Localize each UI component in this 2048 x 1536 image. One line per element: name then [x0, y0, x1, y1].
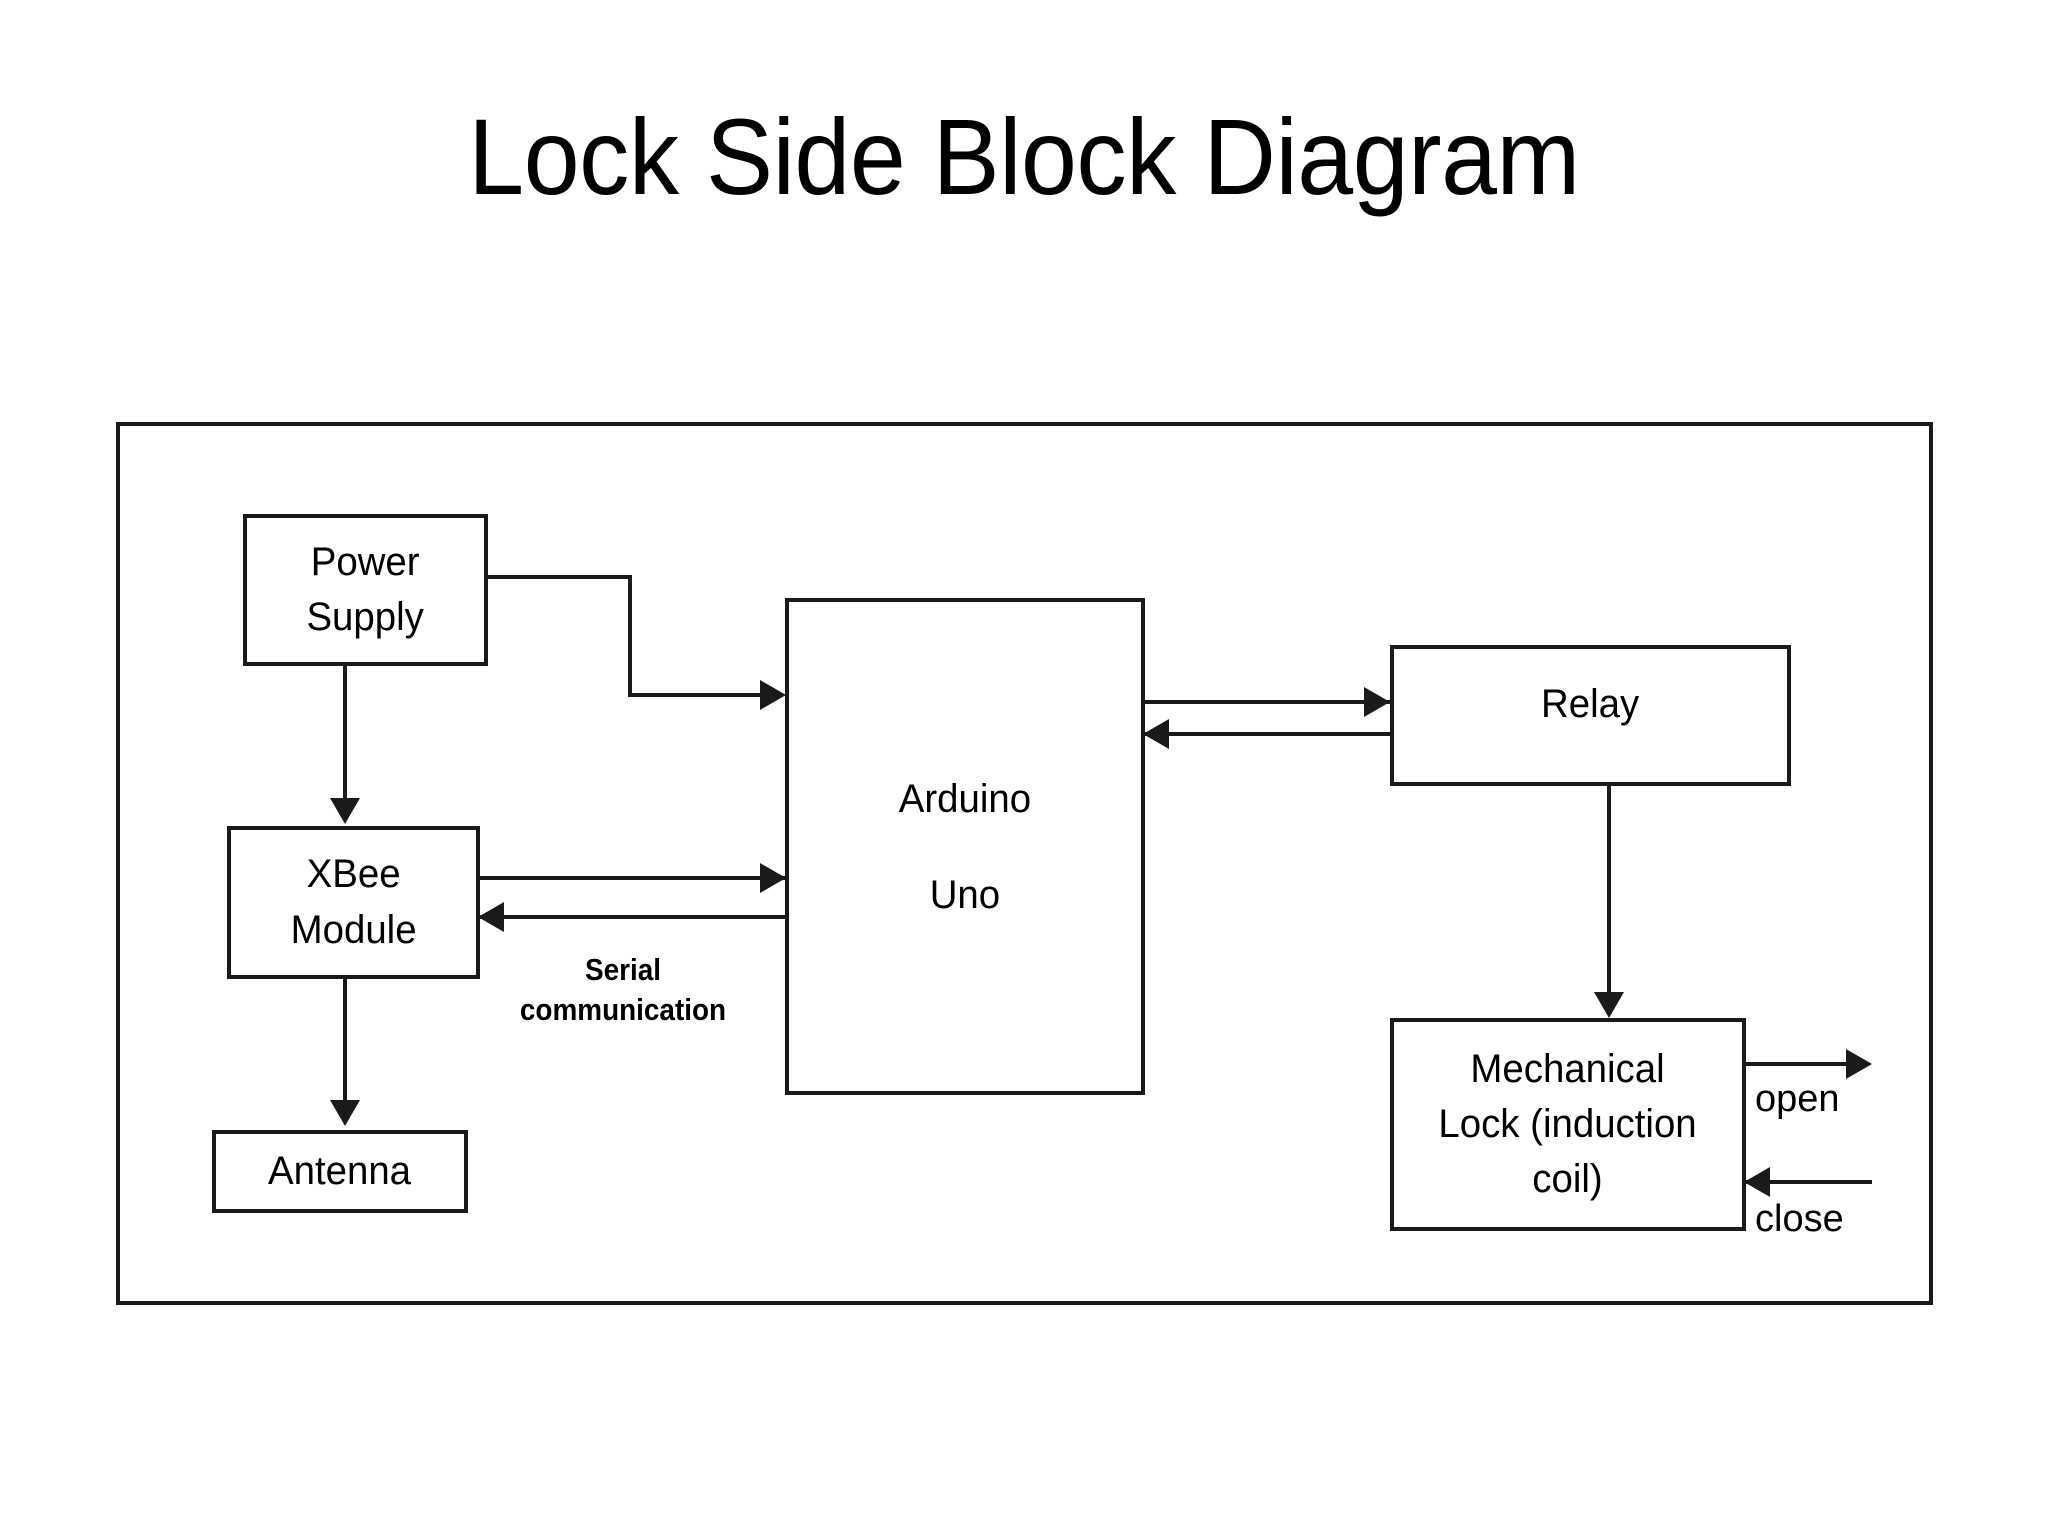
edge-label-serial-communication: Serial communication — [519, 952, 727, 1027]
connector-power-to-arduino-seg3 — [628, 693, 760, 697]
block-power-supply[interactable]: Power Supply — [243, 514, 488, 666]
page-title: Lock Side Block Diagram — [468, 96, 1580, 217]
arrowhead-relay-to-lock — [1594, 992, 1624, 1018]
arrowhead-power-to-xbee — [330, 798, 360, 824]
block-antenna[interactable]: Antenna — [212, 1130, 468, 1213]
connector-power-to-arduino-seg1 — [486, 575, 632, 579]
block-antenna-label: Antenna — [268, 1148, 412, 1193]
connector-arduino-to-xbee — [478, 915, 786, 919]
arrowhead-lock-close — [1744, 1167, 1770, 1197]
block-arduino-uno[interactable]: Arduino Uno — [785, 598, 1145, 1095]
block-relay-label: Relay — [1541, 682, 1640, 726]
block-mechanical-lock[interactable]: Mechanical Lock (induction coil) — [1390, 1018, 1746, 1231]
arrowhead-power-to-arduino — [760, 680, 786, 710]
connector-arduino-to-relay — [1143, 700, 1415, 704]
connector-power-to-arduino-seg2 — [628, 575, 632, 697]
connector-lock-open — [1744, 1062, 1848, 1066]
arrowhead-arduino-to-relay — [1364, 687, 1390, 717]
arrowhead-xbee-to-arduino — [760, 863, 786, 893]
connector-relay-to-arduino — [1143, 732, 1415, 736]
block-mechanical-lock-label: Mechanical Lock (induction coil) — [1438, 1046, 1698, 1202]
arrowhead-xbee-to-antenna — [330, 1100, 360, 1126]
block-relay[interactable]: Relay — [1390, 645, 1791, 786]
edge-label-close: close — [1755, 1198, 1844, 1240]
block-xbee-module-label: XBee Module — [290, 852, 417, 952]
connector-relay-to-lock — [1607, 784, 1611, 992]
block-xbee-module[interactable]: XBee Module — [227, 826, 480, 979]
arrowhead-relay-to-arduino — [1143, 719, 1169, 749]
connector-xbee-to-antenna — [343, 978, 347, 1100]
edge-label-open: open — [1755, 1078, 1840, 1120]
block-arduino-uno-label: Arduino Uno — [898, 776, 1032, 917]
connector-lock-close — [1744, 1180, 1872, 1184]
connector-xbee-to-arduino — [478, 876, 786, 880]
arrowhead-lock-open — [1846, 1049, 1872, 1079]
connector-power-to-xbee — [343, 666, 347, 798]
arrowhead-arduino-to-xbee — [478, 902, 504, 932]
block-power-supply-label: Power Supply — [306, 539, 425, 639]
